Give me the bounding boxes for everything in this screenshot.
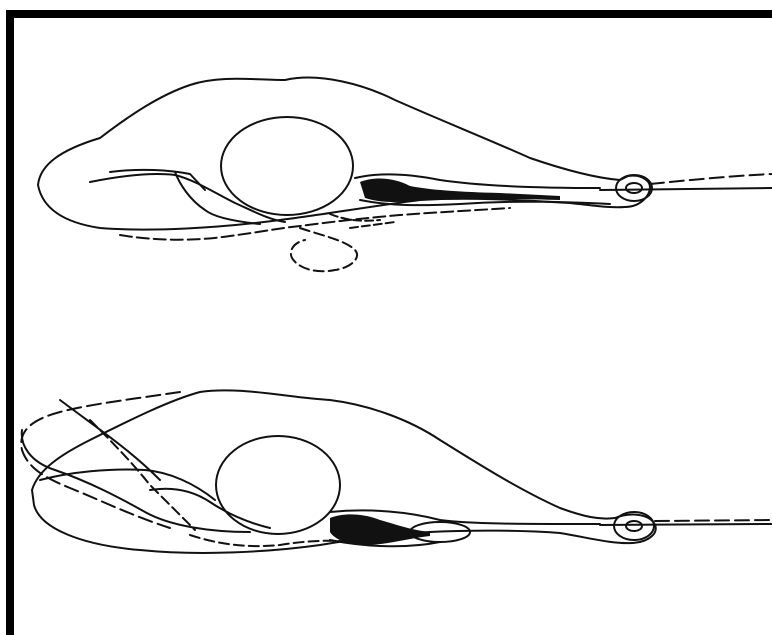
lower-extension-line [600,524,772,525]
